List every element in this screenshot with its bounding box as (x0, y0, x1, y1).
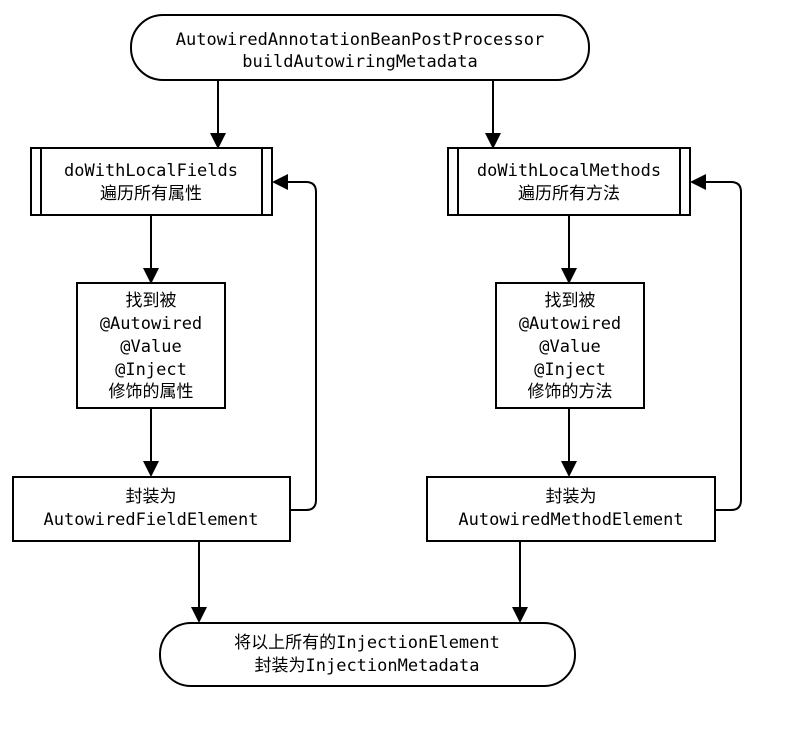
edge-wrap-method-to-end (512, 541, 528, 623)
node-find-fields-shape (76, 282, 226, 409)
edge-start-to-fields-loop (210, 80, 226, 149)
node-fields-loop-shape (30, 147, 273, 216)
node-find-methods-line2: @Autowired (519, 314, 621, 334)
arrowhead-icon (272, 174, 288, 190)
node-wrap-method-shape (426, 476, 716, 542)
arrowhead-icon (690, 174, 706, 190)
node-methods-loop[interactable]: doWithLocalMethods 遍历所有方法 (447, 147, 691, 216)
arrowhead-icon (561, 461, 577, 477)
node-find-fields-line4: @Inject (115, 360, 187, 380)
node-start-line2: buildAutowiringMetadata (242, 52, 477, 72)
node-methods-loop-line1: doWithLocalMethods (477, 161, 661, 181)
edge-start-to-methods-loop (485, 80, 501, 149)
arrowhead-icon (485, 133, 501, 149)
edge-find-fields-to-wrap-field (143, 408, 159, 477)
node-wrap-method[interactable]: 封装为 AutowiredMethodElement (426, 476, 716, 542)
node-methods-loop-line2: 遍历所有方法 (518, 184, 620, 204)
edge-wrap-method-back-to-methods-loop (690, 174, 742, 511)
edge-wrap-field-back-to-fields-loop (272, 174, 317, 511)
node-fields-loop-line2: 遍历所有属性 (100, 184, 202, 204)
node-start[interactable]: AutowiredAnnotationBeanPostProcessor bui… (130, 14, 590, 81)
node-find-fields[interactable]: 找到被 @Autowired @Value @Inject 修饰的属性 (76, 282, 226, 409)
arrowhead-icon (561, 268, 577, 284)
arrowhead-icon (210, 133, 226, 149)
node-wrap-method-line2: AutowiredMethodElement (458, 510, 683, 530)
node-wrap-field-shape (12, 476, 291, 542)
node-end-line2: 封装为InjectionMetadata (255, 656, 480, 676)
edge-find-methods-to-wrap-method (561, 408, 577, 477)
node-methods-loop-shape (447, 147, 691, 216)
node-fields-loop-line1: doWithLocalFields (64, 161, 238, 181)
node-find-methods-line4: @Inject (534, 360, 606, 380)
node-fields-loop[interactable]: doWithLocalFields 遍历所有属性 (30, 147, 273, 216)
node-find-methods-line3: @Value (539, 337, 600, 357)
node-wrap-field-line2: AutowiredFieldElement (44, 510, 259, 530)
node-find-methods-line1: 找到被 (545, 291, 596, 311)
node-find-fields-line2: @Autowired (100, 314, 202, 334)
node-find-methods[interactable]: 找到被 @Autowired @Value @Inject 修饰的方法 (495, 282, 645, 409)
node-wrap-field[interactable]: 封装为 AutowiredFieldElement (12, 476, 291, 542)
edge-wrap-field-to-end (191, 541, 207, 623)
node-end-line1: 将以上所有的InjectionElement (234, 633, 500, 653)
arrowhead-icon (143, 268, 159, 284)
node-end-shape (159, 622, 576, 687)
node-wrap-field-line1: 封装为 (126, 487, 177, 507)
node-find-methods-shape (495, 282, 645, 409)
arrowhead-icon (512, 607, 528, 623)
edge-fields-loop-to-find-fields (143, 216, 159, 284)
arrowhead-icon (143, 461, 159, 477)
node-find-fields-line5: 修饰的属性 (109, 382, 194, 402)
node-end[interactable]: 将以上所有的InjectionElement 封装为InjectionMetad… (159, 622, 576, 687)
edge-methods-loop-to-find-methods (561, 216, 577, 284)
node-wrap-method-line1: 封装为 (546, 487, 597, 507)
node-find-fields-line3: @Value (120, 337, 181, 357)
node-find-methods-line5: 修饰的方法 (528, 382, 613, 402)
node-find-fields-line1: 找到被 (126, 291, 177, 311)
arrowhead-icon (191, 607, 207, 623)
node-start-line1: AutowiredAnnotationBeanPostProcessor (176, 30, 544, 50)
node-start-shape (130, 14, 590, 81)
